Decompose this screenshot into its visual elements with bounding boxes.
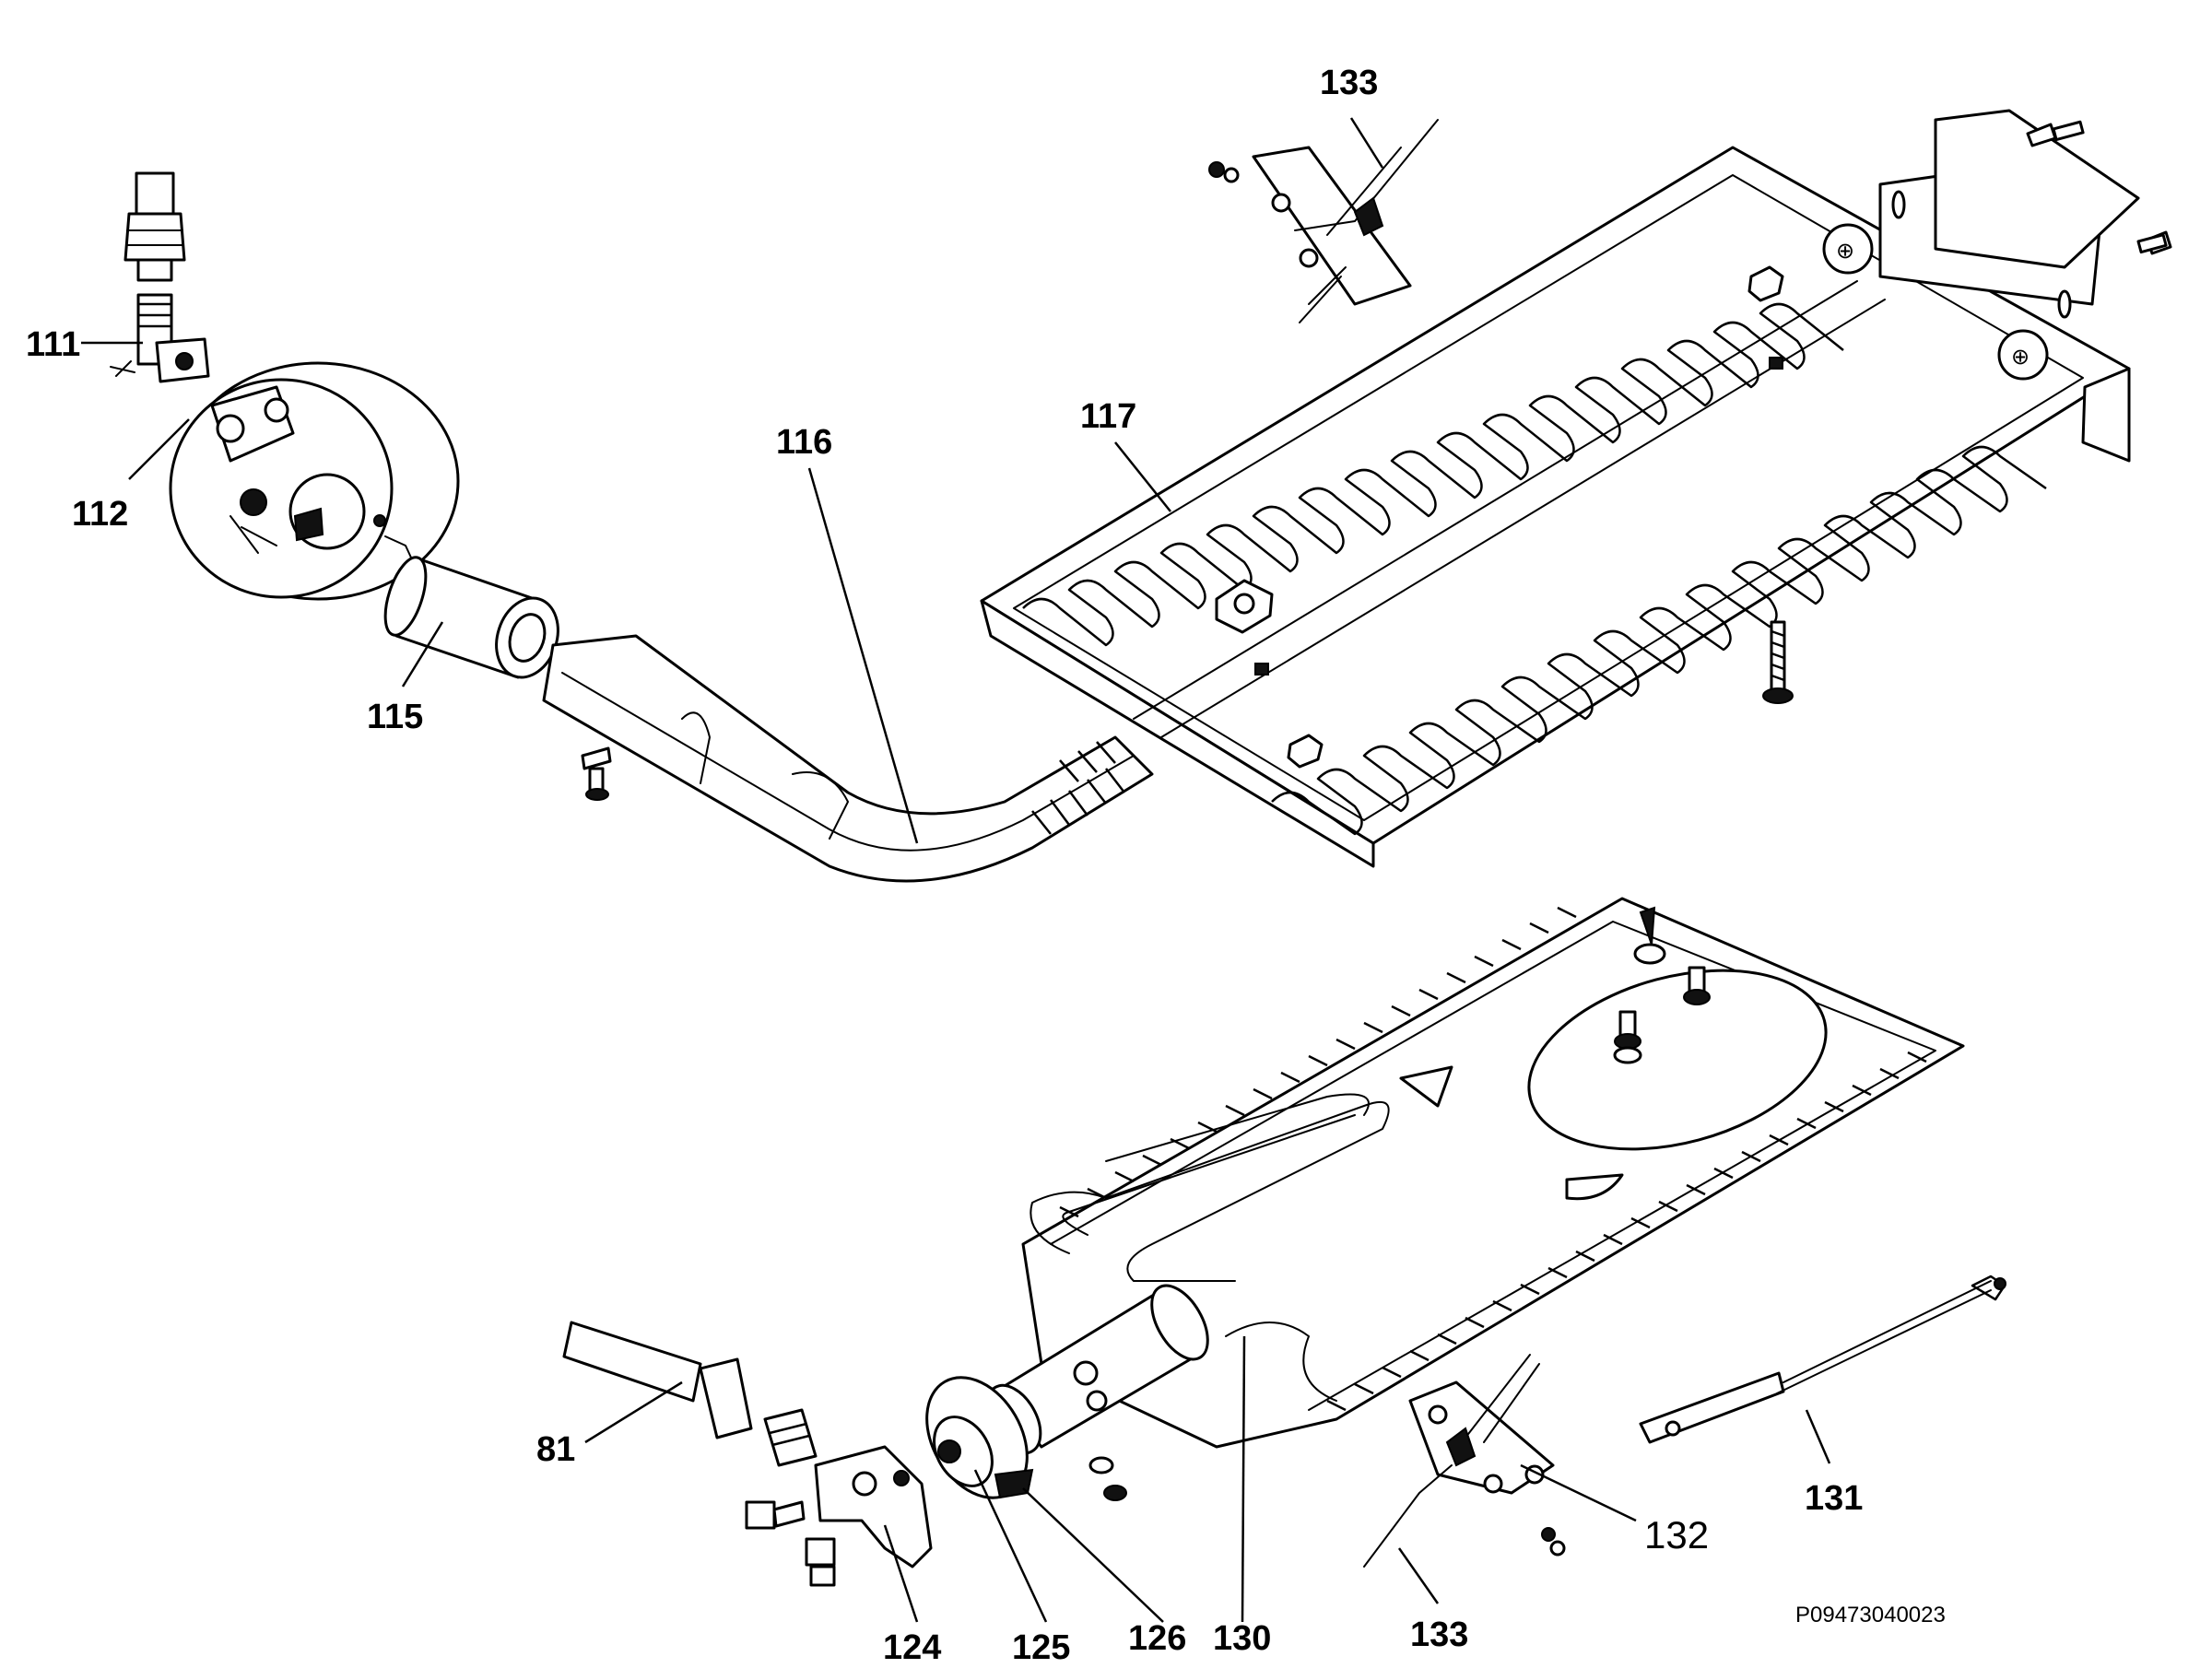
burner-body xyxy=(925,1376,1034,1499)
label-132: 132 xyxy=(1644,1513,1709,1557)
label-133-top: 133 xyxy=(1320,64,1378,102)
tray-stamp-1: ⊕ xyxy=(1836,239,1854,264)
tray-stamp-2: ⊕ xyxy=(2011,345,2030,370)
burner-bracket xyxy=(745,1445,933,1587)
bottom-electrode-assembly xyxy=(1363,1354,1566,1568)
gas-inlet-fitting xyxy=(110,171,210,383)
drawing-code: P09473040023 xyxy=(1795,1603,1946,1627)
label-116: 116 xyxy=(776,423,832,462)
heat-exchanger-tray: ⊕ ⊕ xyxy=(980,146,2131,868)
part-labels: 111 112 115 116 117 133 81 124 125 126 1… xyxy=(26,64,1946,1667)
label-125: 125 xyxy=(1012,1628,1070,1667)
top-electrode-assembly xyxy=(1208,119,1439,323)
sensor-probe xyxy=(1639,1275,2006,1444)
label-112: 112 xyxy=(72,495,128,534)
gas-valve-housing xyxy=(169,361,460,601)
label-115: 115 xyxy=(367,698,423,736)
burner-tube xyxy=(542,634,1154,883)
label-124: 124 xyxy=(883,1628,941,1667)
tray-bottom-screw xyxy=(1762,620,1794,704)
label-126: 126 xyxy=(1128,1619,1186,1658)
label-111: 111 xyxy=(26,325,80,364)
label-133-bottom: 133 xyxy=(1410,1615,1468,1654)
label-81: 81 xyxy=(536,1430,575,1469)
leader-lines xyxy=(81,117,1831,1623)
injector-sleeve xyxy=(383,535,559,679)
burner-mount-screw xyxy=(581,746,612,801)
label-117: 117 xyxy=(1080,397,1136,436)
mounting-bracket xyxy=(1878,109,2172,319)
label-130: 130 xyxy=(1213,1619,1271,1658)
label-131: 131 xyxy=(1805,1479,1863,1518)
gas-line xyxy=(562,1321,818,1467)
